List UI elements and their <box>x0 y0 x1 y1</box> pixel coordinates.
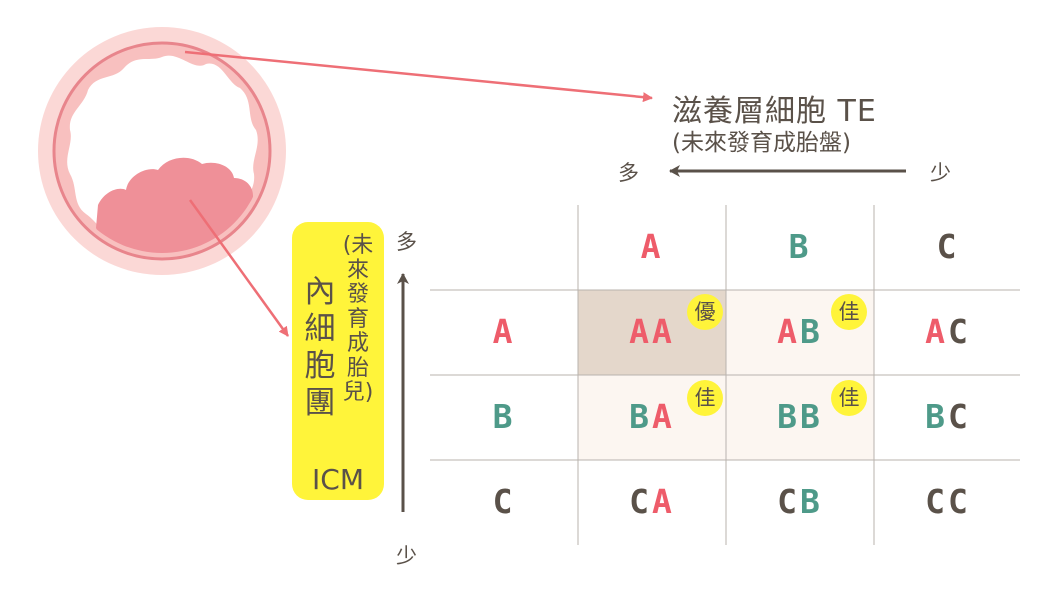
row-header-b: B <box>492 397 516 436</box>
icm-subtitle: (未來發育成胎兒) <box>342 233 374 405</box>
grade-letter-c: C <box>948 312 971 351</box>
grade-cell: AB <box>750 312 850 352</box>
grade-letter-b: B <box>629 397 652 436</box>
grade-letter-a: A <box>652 482 675 521</box>
grade-letter-b: B <box>800 482 823 521</box>
grade-letter-b: B <box>925 397 948 436</box>
te-less-label: 少 <box>930 161 951 185</box>
grade-cell: AA <box>602 312 702 352</box>
grade-letter-b: B <box>800 397 823 436</box>
grade-cell: BC <box>898 397 998 437</box>
icm-more-label: 多 <box>396 230 417 254</box>
quality-badge-good: 佳 <box>831 294 867 330</box>
grade-letter-b: B <box>800 312 823 351</box>
icm-pointer-arrow <box>188 199 290 337</box>
grade-cell: BB <box>750 397 850 437</box>
blastocyst-illustration <box>38 27 286 275</box>
grade-cell: AC <box>898 312 998 352</box>
grade-letter-c: C <box>629 482 652 521</box>
row-header-c: C <box>492 482 516 521</box>
icm-title: 內細胞團 <box>304 274 336 421</box>
quality-badge-good: 佳 <box>687 380 723 416</box>
grade-letter-c: C <box>777 482 800 521</box>
te-subtitle: (未來發育成胎盤) <box>672 130 851 156</box>
te-title: 滋養層細胞 TE <box>672 94 877 129</box>
grade-letter-c: C <box>948 482 971 521</box>
grade-letter-c: C <box>925 482 948 521</box>
col-header-c: C <box>936 227 960 266</box>
grade-letter-c: C <box>948 397 971 436</box>
inner-cell-mass <box>96 157 253 253</box>
icm-label-pill <box>292 222 384 500</box>
grade-cell: CB <box>750 482 850 522</box>
grade-cell: CA <box>602 482 702 522</box>
row-header-a: A <box>492 312 516 351</box>
te-more-label: 多 <box>618 161 639 185</box>
grade-letter-b: B <box>777 397 800 436</box>
grade-cell: CC <box>898 482 998 522</box>
grade-cell: BA <box>602 397 702 437</box>
grade-letter-a: A <box>652 312 675 351</box>
grade-letter-a: A <box>652 397 675 436</box>
quality-badge-good: 佳 <box>831 380 867 416</box>
grade-grid-lines <box>430 205 1020 545</box>
grade-letter-a: A <box>925 312 948 351</box>
col-header-b: B <box>788 227 812 266</box>
grade-letter-a: A <box>777 312 800 351</box>
grade-letter-a: A <box>629 312 652 351</box>
te-pointer-arrow <box>184 50 653 103</box>
icm-less-label: 少 <box>396 544 417 568</box>
col-header-a: A <box>640 227 664 266</box>
quality-badge-best: 優 <box>687 294 723 330</box>
icm-abbr: ICM <box>312 463 364 496</box>
